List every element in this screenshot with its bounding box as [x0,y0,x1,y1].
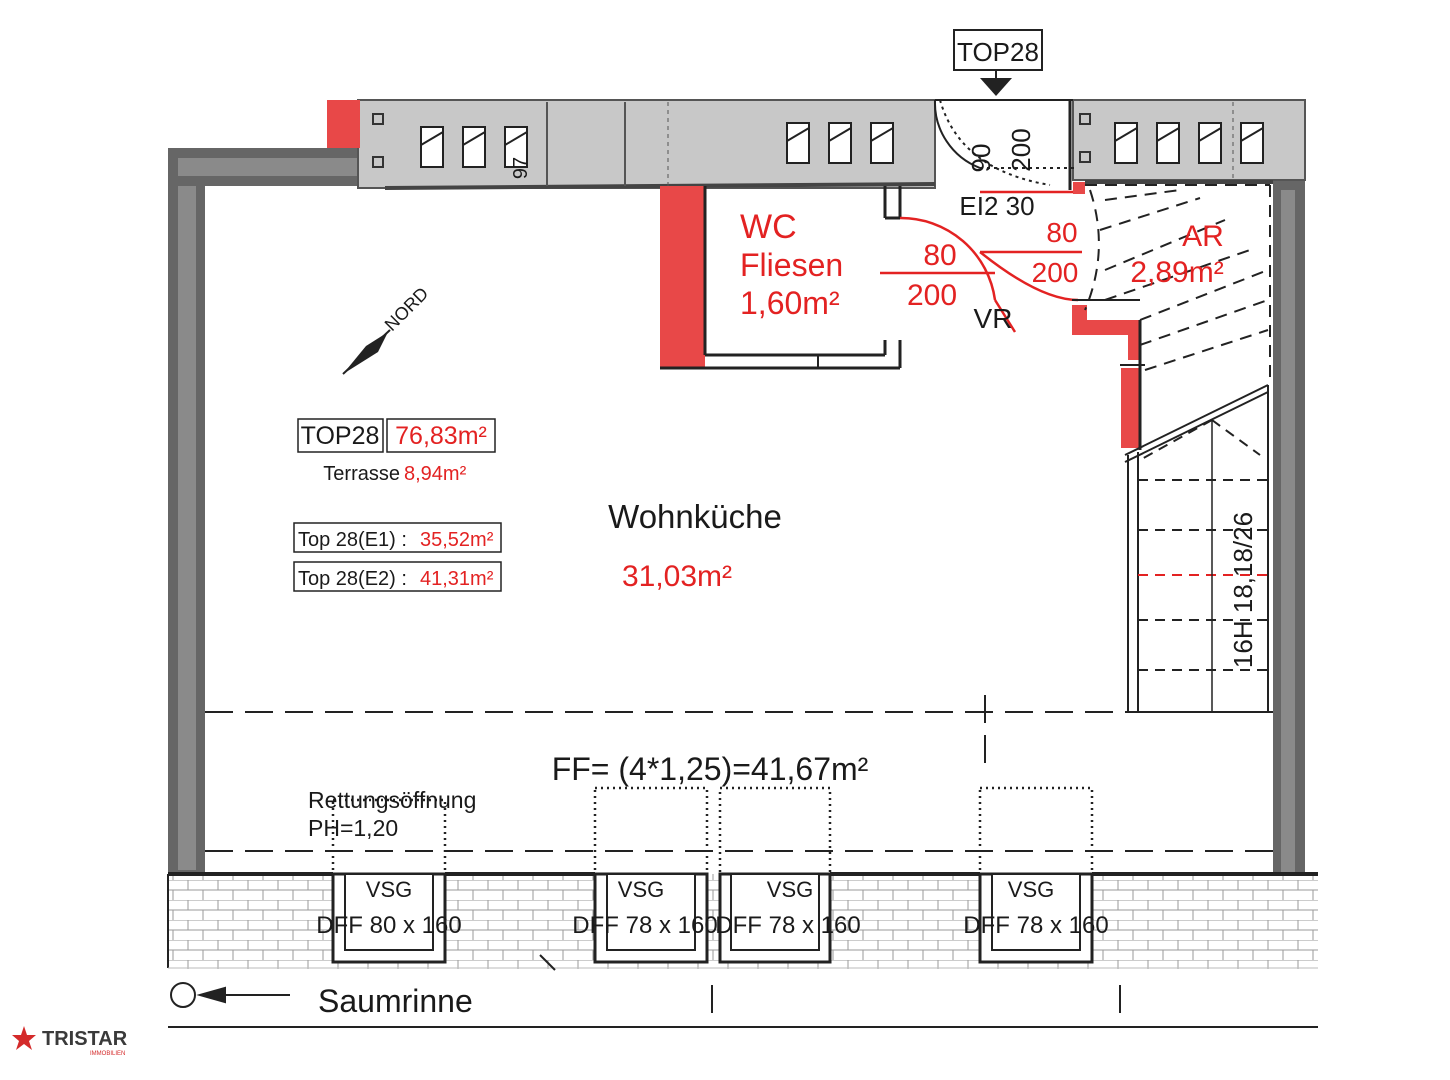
window-2-type: VSG [618,877,664,902]
window-3-type: VSG [767,877,813,902]
wc-walls [660,186,902,370]
tristar-logo: TRISTAR IMMOBILIEN [12,1026,128,1057]
unit-tag-top [953,29,1043,96]
wc-name: WC [740,208,797,246]
wohnkueche-area: 31,03m² [622,560,732,593]
terrace-area: 8,94m² [404,463,467,485]
small-mark: 97 [510,157,532,179]
vr-label: VR [974,303,1013,334]
unit-tag-top-label: TOP28 [957,37,1039,67]
entry-door-height: 200 [1006,128,1036,171]
summary-unit: TOP28 [301,422,380,450]
summary-total: 76,83m² [395,422,487,450]
logo-sub: IMMOBILIEN [90,1051,125,1057]
entry-door-rating: EI2 30 [959,191,1034,221]
entry-door-red [979,190,1082,302]
wc-finish: Fliesen [740,247,843,283]
north-arrow-icon [342,329,391,375]
stair-winder [1084,184,1271,385]
ar-walls [1072,299,1145,450]
rescue-line1: Rettungsöffnung [308,787,476,813]
entry-door [933,99,1075,190]
wohnkueche-name: Wohnküche [608,498,782,535]
entry-door-width: 90 [966,144,996,173]
roof-dashed-lines [205,695,1273,1025]
north-label: NORD [381,283,433,335]
e2-label: Top 28(E2) : [298,568,407,590]
window-4-size: DFF 78 x 160 [963,912,1108,939]
window-4-type: VSG [1008,877,1054,902]
window-2-size: DFF 78 x 160 [572,912,717,939]
ff-label: FF= (4*1,25)=41,67m² [552,751,869,787]
skylight-icons [420,122,1264,168]
stairs-label: 16H 18,18/26 [1228,512,1258,668]
entry-red-mark [1073,182,1085,194]
window-1-type: VSG [366,877,412,902]
logo-name: TRISTAR [42,1028,128,1050]
e1-area: 35,52m² [420,529,494,551]
wc-area: 1,60m² [740,285,840,321]
gutter-arrow [170,954,556,1008]
wc-door-width: 80 [923,239,956,272]
window-1-size: DFF 80 x 160 [316,912,461,939]
stair-flight [1124,384,1269,713]
wc-door-swing [880,216,1017,333]
gutter-label: Saumrinne [318,983,473,1019]
e1-label: Top 28(E1) : [298,529,407,551]
terrace-label: Terrasse [323,463,400,485]
window-3-size: DFF 78 x 160 [715,912,860,939]
star-icon [12,1026,36,1050]
outer-walls [168,99,1306,880]
summary-boxes [293,418,502,592]
e2-area: 41,31m² [420,568,494,590]
ar-area: 2,89m² [1130,256,1223,289]
ar-door-width: 80 [1046,217,1077,248]
wc-door-height: 200 [907,279,957,312]
ar-name: AR [1182,220,1224,253]
window-boxes [331,872,1094,964]
rescue-line2: PH=1,20 [308,815,398,841]
ar-door-height: 200 [1032,257,1079,288]
